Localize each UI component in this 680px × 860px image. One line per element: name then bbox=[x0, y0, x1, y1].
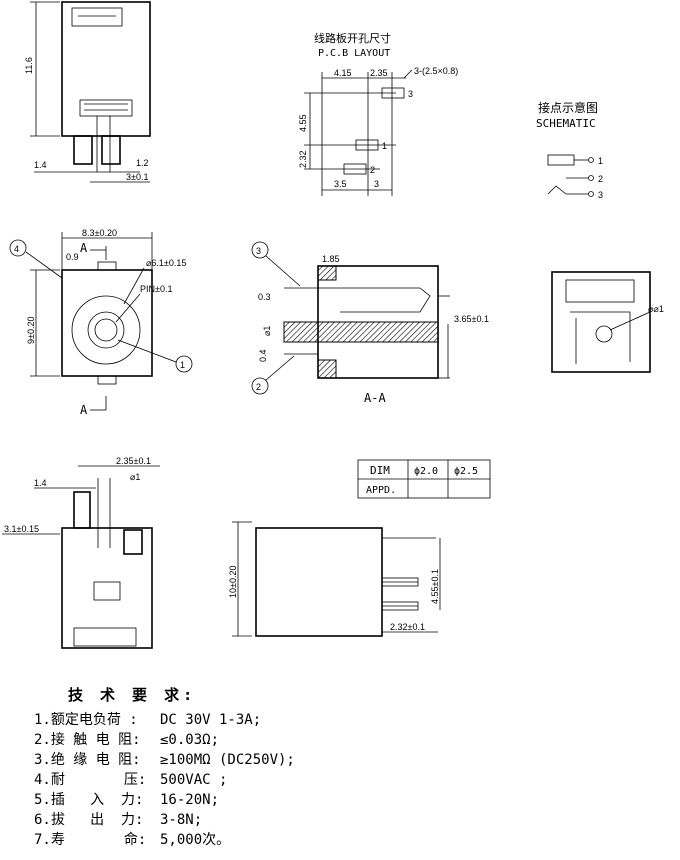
bl-dim-14: 1.4 bbox=[34, 478, 47, 488]
side-view-top: 11.6 1.4 1.2 3±0.1 bbox=[24, 1, 151, 183]
dim-table: DIM ϕ2.0 ϕ2.5 APPD. bbox=[357, 459, 491, 499]
requirement-6: 6.拔 出 力:3-8N; bbox=[34, 812, 203, 828]
schematic-pin-3: 3 bbox=[598, 190, 603, 200]
schematic-pin-2: 2 bbox=[598, 174, 603, 184]
requirements-title: 技 术 要 求: bbox=[68, 686, 197, 704]
front-dim-pin: PIN±0.1 bbox=[140, 284, 172, 294]
pcb-layout: 线路板开孔尺寸 P.C.B LAYOUT 4.15 2.35 3-(2.5×0.… bbox=[298, 31, 458, 196]
callout-2: 2 bbox=[256, 382, 261, 392]
front-view: 8.3±0.20 0.9 ⌀6.1±0.15 PIN±0.1 9±0.20 A … bbox=[9, 228, 193, 417]
section-dim-185: 1.85 bbox=[322, 254, 340, 264]
section-dim-dia1: ⌀1 bbox=[262, 326, 272, 336]
rear-dim-dia: ⌀⌀1 bbox=[648, 304, 664, 314]
pcb-dim-455: 4.55 bbox=[298, 114, 308, 132]
table-row-appd: APPD. bbox=[366, 485, 396, 496]
pcb-title-en: P.C.B LAYOUT bbox=[318, 48, 390, 59]
section-dim-03: 0.3 bbox=[258, 292, 271, 302]
requirement-3: 3.绝 缘 电 阻:≥100MΩ (DC250V); bbox=[34, 752, 295, 768]
right-side-view: 10±0.20 4.55±0.1 2.32±0.1 bbox=[228, 521, 441, 637]
height-dim: 11.6 bbox=[24, 57, 34, 74]
bl-dim-235: 2.35±0.1 bbox=[116, 456, 151, 466]
section-view: 3.65±0.1 1.85 0.3 ⌀1 0.4 3 2 A-A bbox=[251, 241, 489, 405]
pcb-title-cn: 线路板开孔尺寸 bbox=[314, 31, 391, 45]
table-header-20: ϕ2.0 bbox=[414, 466, 438, 477]
section-mark-top: A bbox=[80, 241, 88, 255]
pcb-dim-415: 4.15 bbox=[334, 68, 352, 78]
schematic-title-cn: 接点示意图 bbox=[538, 100, 598, 115]
pcb-pin-1: 1 bbox=[382, 141, 387, 151]
table-header-25: ϕ2.5 bbox=[454, 466, 478, 477]
pcb-dim-holes: 3-(2.5×0.8) bbox=[414, 66, 458, 76]
table-header-dim: DIM bbox=[370, 464, 390, 477]
front-dim-width: 8.3±0.20 bbox=[82, 228, 117, 238]
requirement-2: 2.接 触 电 阻:≤0.03Ω; bbox=[34, 732, 220, 748]
rear-view: ⌀⌀1 bbox=[551, 271, 664, 373]
pcb-pin-2: 2 bbox=[370, 165, 375, 175]
pcb-pin-3: 3 bbox=[408, 89, 413, 99]
dim-1-4: 1.4 bbox=[34, 160, 47, 170]
pcb-dim-35: 3.5 bbox=[334, 179, 347, 189]
bl-dim-31: 3.1±0.15 bbox=[4, 524, 39, 534]
schematic-pin-1: 1 bbox=[598, 156, 603, 166]
front-dim-dia: ⌀6.1±0.15 bbox=[146, 258, 186, 268]
dim-3: 3±0.1 bbox=[126, 172, 148, 182]
pcb-dim-232: 2.32 bbox=[298, 150, 308, 168]
bottom-left-view: 2.35±0.1 ⌀1 1.4 3.1±0.15 bbox=[2, 456, 160, 649]
callout-4: 4 bbox=[14, 244, 19, 254]
requirement-7: 7.寿 命:5,000次。 bbox=[34, 832, 231, 848]
schematic: 接点示意图 SCHEMATIC 1 2 3 bbox=[536, 100, 603, 200]
section-label: A-A bbox=[364, 391, 386, 405]
front-dim-height: 9±0.20 bbox=[26, 317, 36, 344]
callout-1: 1 bbox=[180, 360, 185, 370]
pcb-dim-235: 2.35 bbox=[370, 68, 388, 78]
rs-dim-height: 10±0.20 bbox=[228, 566, 238, 598]
requirement-5: 5.插 入 力:16-20N; bbox=[34, 792, 220, 808]
schematic-title-en: SCHEMATIC bbox=[536, 117, 596, 130]
section-dim-04: 0.4 bbox=[258, 349, 268, 362]
pcb-dim-3: 3 bbox=[374, 179, 379, 189]
requirement-4: 4.耐 压:500VAC ; bbox=[34, 772, 228, 788]
rs-dim-455: 4.55±0.1 bbox=[430, 569, 440, 604]
requirement-1: 1.额定电负荷 :DC 30V 1-3A; bbox=[34, 712, 262, 728]
section-dim-365: 3.65±0.1 bbox=[454, 314, 489, 324]
bl-dim-dia: ⌀1 bbox=[130, 472, 140, 482]
callout-3: 3 bbox=[256, 246, 261, 256]
rs-dim-232: 2.32±0.1 bbox=[390, 622, 425, 632]
front-dim-09: 0.9 bbox=[66, 252, 79, 262]
section-mark-bottom: A bbox=[80, 403, 88, 417]
dim-1-2: 1.2 bbox=[136, 158, 149, 168]
